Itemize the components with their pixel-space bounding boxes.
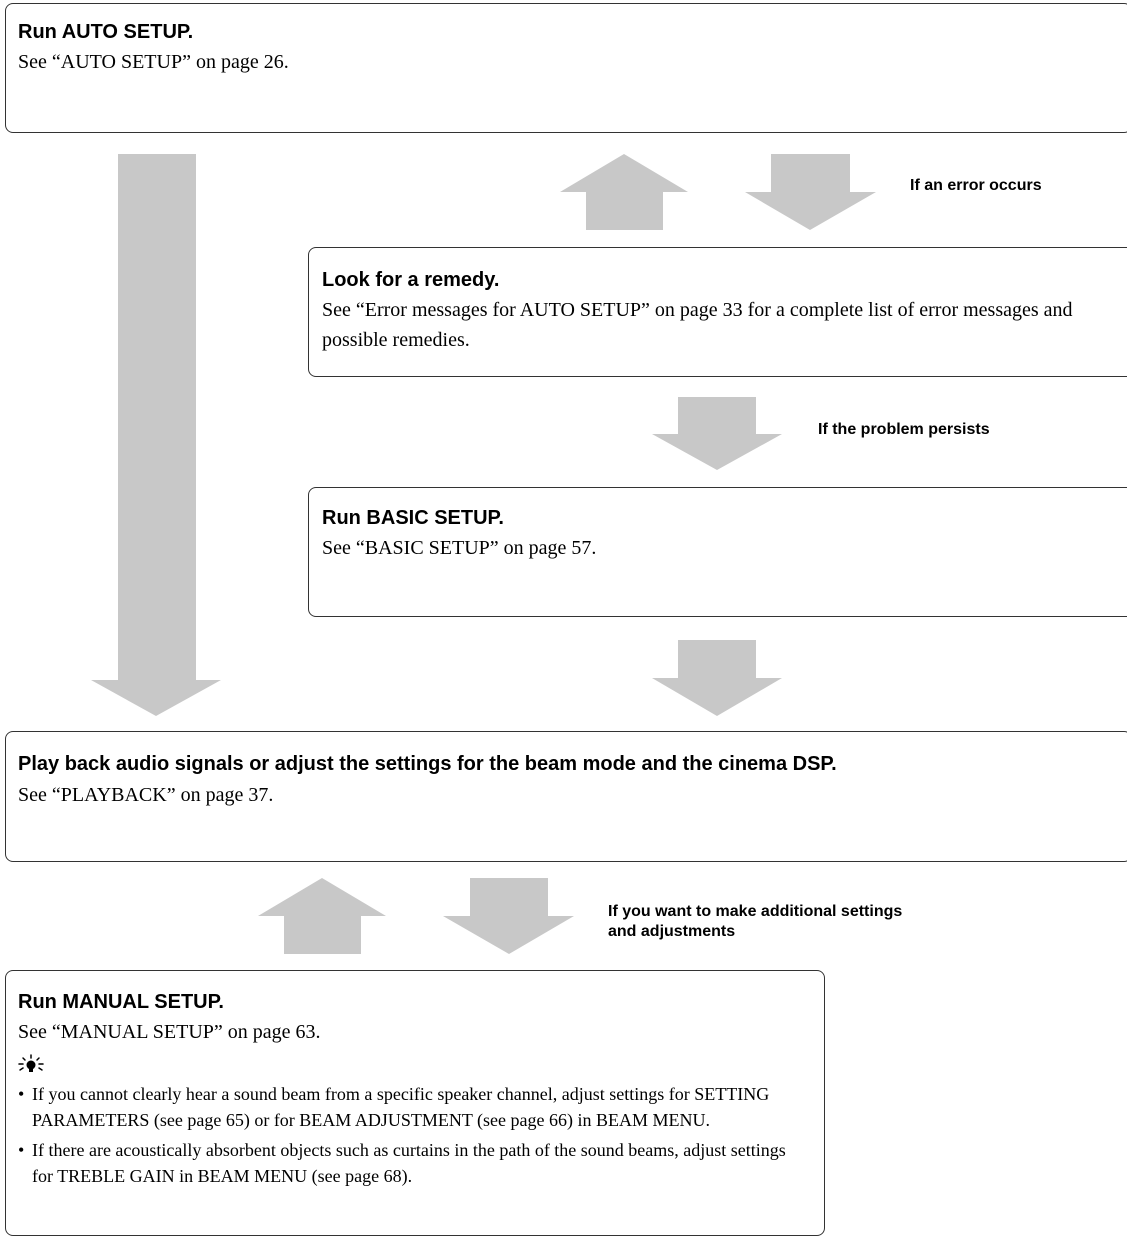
- tip-item: If there are acoustically absorbent obje…: [18, 1137, 808, 1189]
- playback-text: See “PLAYBACK” on page 37.: [18, 784, 274, 806]
- auto-setup-text: See “AUTO SETUP” on page 26.: [18, 51, 289, 73]
- manual-setup-title: Run MANUAL SETUP.: [18, 991, 224, 1013]
- remedy-title: Look for a remedy.: [322, 269, 500, 291]
- persists-note: If the problem persists: [818, 421, 990, 438]
- lightbulb-icon: [18, 1054, 44, 1072]
- manual-setup-tips: If you cannot clearly hear a sound beam …: [18, 1081, 808, 1193]
- auto-setup-title: Run AUTO SETUP.: [18, 21, 194, 43]
- auto-setup-box: [5, 3, 1127, 133]
- playback-box: [5, 731, 1127, 862]
- basic-setup-text: See “BASIC SETUP” on page 57.: [322, 537, 597, 559]
- basic-setup-box: [308, 487, 1127, 617]
- remedy-box: [308, 247, 1127, 377]
- playback-title: Play back audio signals or adjust the se…: [18, 753, 837, 775]
- remedy-text: See “Error messages for AUTO SETUP” on p…: [322, 299, 1073, 351]
- basic-setup-title: Run BASIC SETUP.: [322, 507, 504, 529]
- additional-note-line1: If you want to make additional settings: [608, 903, 903, 920]
- additional-note-line2: and adjustments: [608, 923, 736, 940]
- manual-setup-text: See “MANUAL SETUP” on page 63.: [18, 1021, 321, 1043]
- error-note: If an error occurs: [910, 177, 1042, 194]
- additional-note: If you want to make additional settings …: [608, 902, 902, 942]
- tip-item: If you cannot clearly hear a sound beam …: [18, 1081, 808, 1133]
